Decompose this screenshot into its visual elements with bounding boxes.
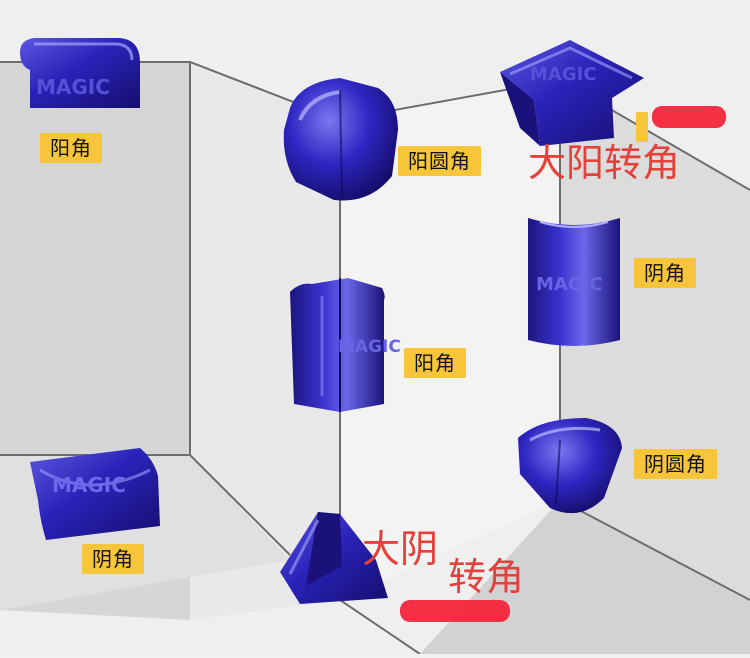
yang-corner-tile-top-left: MAGIC (20, 38, 140, 108)
magic-watermark-4: MAGIC (338, 337, 401, 357)
yin-corner-tile-right: MAGIC (528, 218, 620, 346)
annotation-big-yang-turn: 大阳转角 (528, 141, 681, 185)
magic-watermark: MAGIC (36, 75, 110, 99)
yin-corner-tile-bottom-left: MAGIC (30, 448, 160, 540)
center-left-wall (190, 62, 340, 620)
redaction-scribble-bottom (400, 600, 510, 622)
label-yang-corner-middle: 阳角 (404, 348, 466, 378)
big-yang-turn-tile: MAGIC (500, 40, 644, 146)
magic-watermark-3: MAGIC (536, 274, 603, 295)
big-yin-turn-tile (280, 512, 388, 604)
label-yang-round-corner: 阳圆角 (398, 146, 481, 176)
center-right-wall (340, 80, 560, 600)
yin-round-corner-tile (518, 418, 622, 514)
magic-watermark-5: MAGIC (52, 473, 126, 497)
annotation-big-yin: 大阴 (362, 527, 439, 571)
label-yin-round-corner: 阴圆角 (634, 449, 717, 479)
yang-round-corner-tile (283, 78, 398, 201)
label-yin-corner-bottom-left: 阴角 (82, 544, 144, 574)
yang-corner-tile-middle: MAGIC (290, 278, 401, 412)
redaction-scribble-top (652, 106, 726, 128)
label-partially-hidden (636, 112, 648, 142)
label-yang-corner-top-left: 阳角 (40, 133, 102, 163)
annotation-turn: 转角 (448, 555, 525, 599)
label-yin-corner-right: 阴角 (634, 258, 696, 288)
magic-watermark-2: MAGIC (530, 64, 597, 85)
